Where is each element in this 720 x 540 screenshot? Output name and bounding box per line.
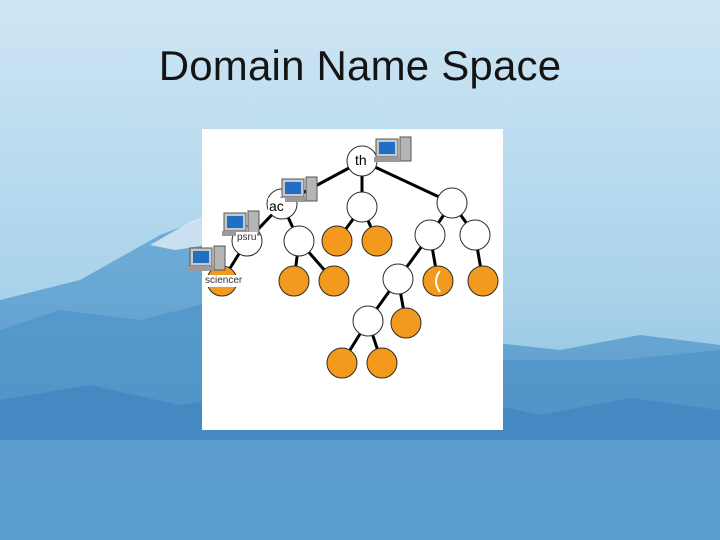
label-sciencer: sciencer (204, 275, 244, 287)
node (352, 305, 384, 337)
node (366, 347, 398, 379)
computer-icon (222, 210, 260, 236)
edge (361, 159, 453, 205)
node (422, 265, 454, 297)
node (326, 347, 358, 379)
node (346, 191, 378, 223)
lake-haze (0, 440, 720, 540)
diagram-panel: th ac psru sciencer (202, 129, 503, 430)
label-ac: ac (268, 198, 285, 214)
node (318, 265, 350, 297)
label-psru: psru (236, 232, 258, 244)
node (361, 225, 393, 257)
computer-icon (280, 176, 318, 202)
node (278, 265, 310, 297)
node (321, 225, 353, 257)
computer-icon (374, 136, 412, 162)
node (283, 225, 315, 257)
node (382, 263, 414, 295)
node (390, 307, 422, 339)
computer-icon (188, 245, 226, 271)
node (467, 265, 499, 297)
slide-title: Domain Name Space (158, 42, 562, 89)
node-highlight-arc (435, 270, 441, 293)
node (414, 219, 446, 251)
domain-tree-diagram (206, 136, 499, 379)
tree-nodes (206, 145, 499, 379)
node (459, 219, 491, 251)
node (436, 187, 468, 219)
label-th: th (354, 152, 368, 168)
